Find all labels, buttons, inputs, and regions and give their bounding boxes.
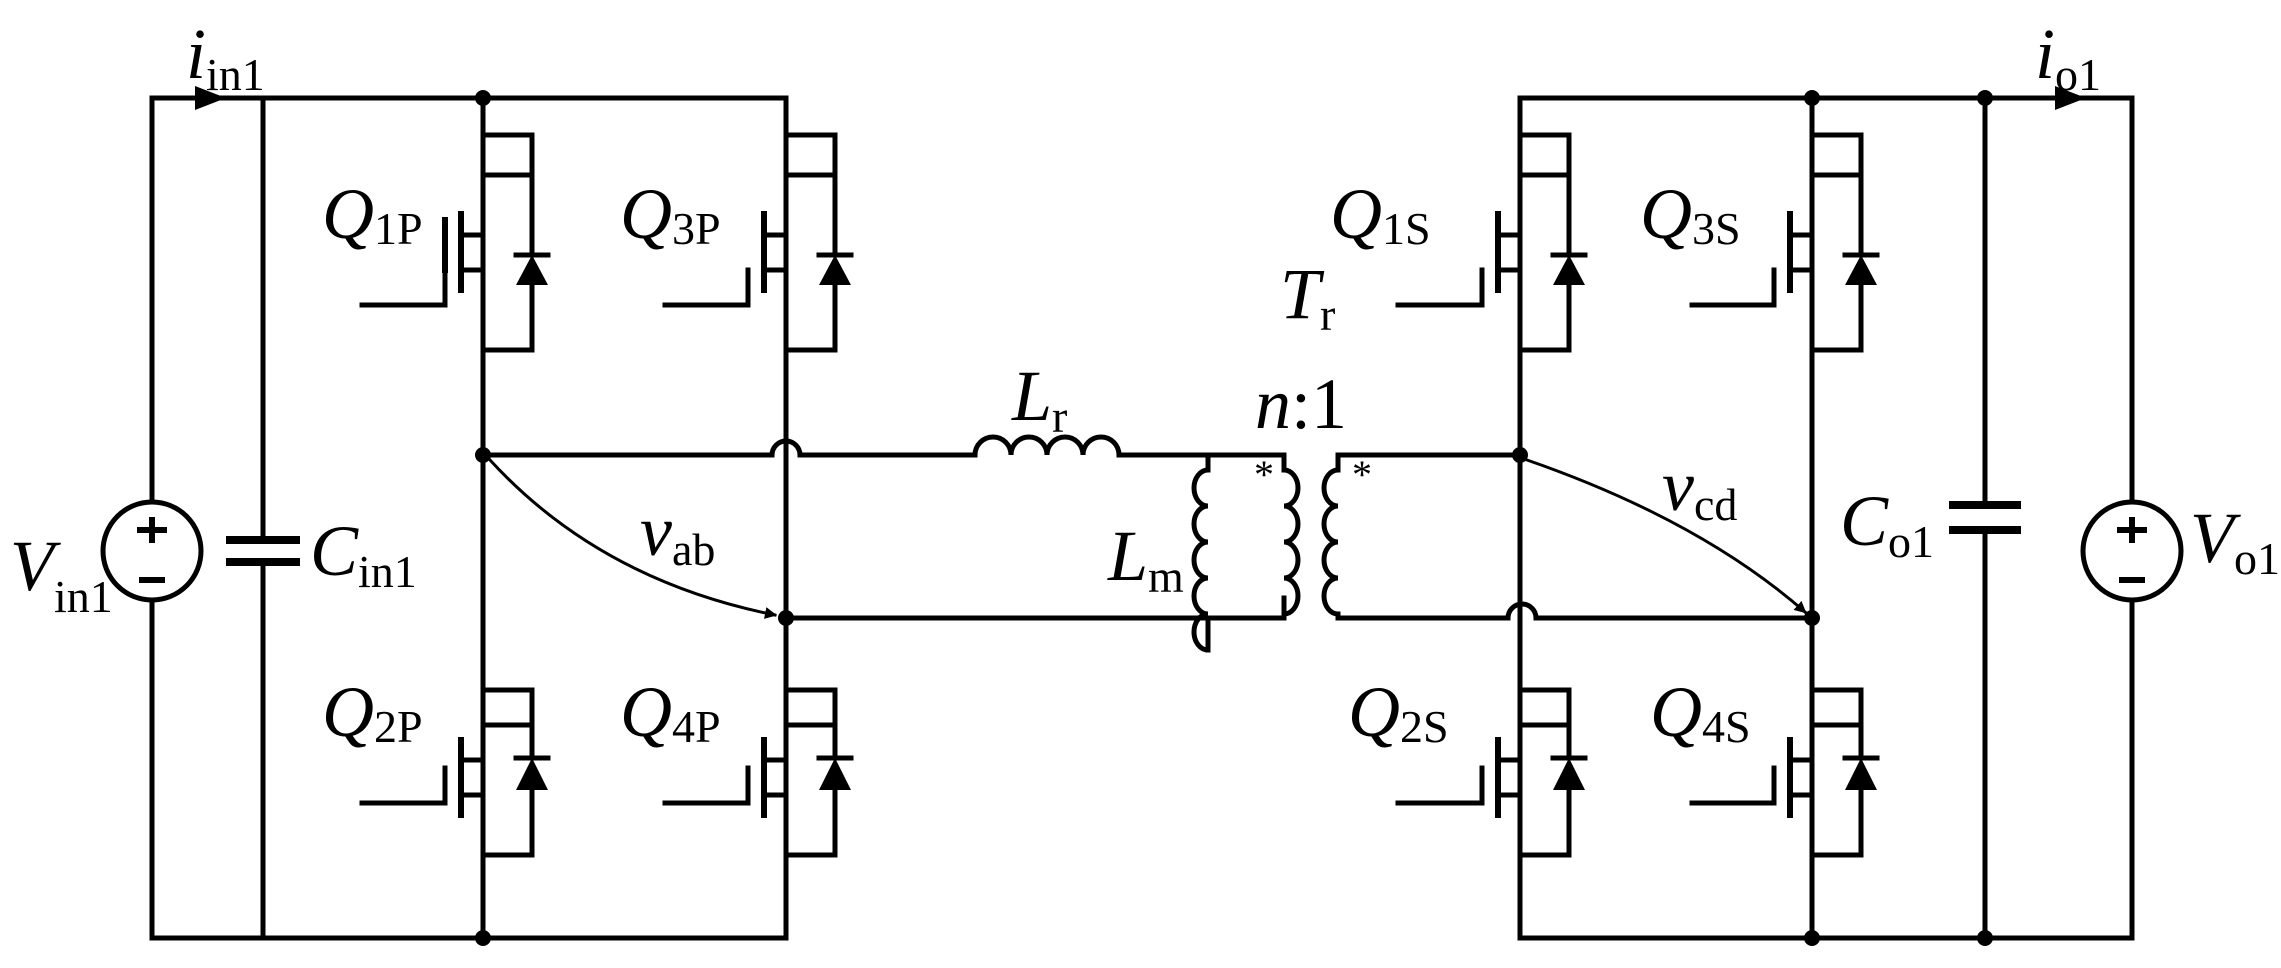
transformer-tr [1194,455,1338,650]
label-q1p: Q1P [322,174,423,254]
switch-q1s [1398,135,1585,350]
dot-mark-primary: * [1254,452,1274,497]
label-q1s: Q1S [1330,174,1431,254]
label-i-o1: io1 [2035,14,2101,100]
input-current-arrow [195,86,226,110]
junction-dots [475,90,1993,946]
capacitor-co1 [1953,505,2017,530]
label-l-m: Lm [1107,516,1184,602]
label-turns-ratio: n:1 [1255,364,1347,444]
label-v-cd: vcd [1662,446,1737,530]
label-q2p: Q2P [322,672,423,752]
switch-q2p [362,690,548,855]
label-i-in1: iin1 [186,14,265,100]
label-q4s: Q4S [1650,672,1751,752]
input-wiring [152,98,786,938]
label-q3p: Q3P [620,174,721,254]
label-t-r: Tr [1280,254,1335,340]
switch-q4s [1692,690,1877,855]
label-q4p: Q4P [620,672,721,752]
label-q2s: Q2S [1348,672,1449,752]
label-v-o1: Vo1 [2190,498,2280,584]
voltage-source-vo1 [2083,502,2181,600]
label-v-ab: vab [640,491,715,575]
label-c-o1: Co1 [1840,481,1934,567]
label-c-in1: Cin1 [310,511,417,597]
capacitor-cin1 [230,540,296,562]
dot-mark-secondary: * [1352,452,1372,497]
label-v-in1: Vin1 [10,526,113,622]
inductor-lr [975,437,1208,455]
switch-q3s [1692,135,1877,350]
output-current-arrow [2055,86,2086,110]
vcd-arrow [1515,451,1805,612]
primary-bridge-wiring [483,98,1284,938]
vab-arrow [478,448,777,619]
label-q3s: Q3S [1640,174,1741,254]
switch-q2s [1398,690,1585,855]
voltage-source-vin1 [103,502,201,600]
switch-q3p [665,135,851,350]
label-l-r: Lr [1011,356,1067,442]
switch-q1p [362,135,548,350]
switch-q4p [665,690,851,855]
